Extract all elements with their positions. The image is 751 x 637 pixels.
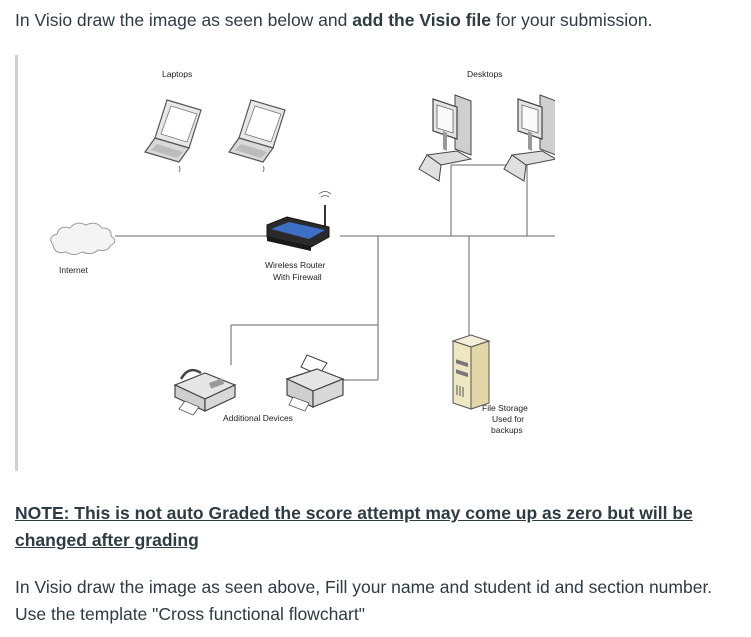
network-diagram-svg: Laptops Desktops Internet Wireless Route… [50,69,558,435]
diagram-left-border [15,55,18,471]
laptop-icon [144,99,202,173]
desktops-label: Desktops [467,69,502,79]
router-label-1: Wireless Router [265,260,326,270]
fax-machine-icon [173,368,237,416]
intro-text: In Visio draw the image as seen below an… [15,8,740,32]
laptop-icon [228,99,286,173]
storage-label-1: File Storage [482,403,528,413]
internet-label: Internet [59,265,88,275]
storage-label-2: Used for [492,414,524,424]
desktop-icon [503,94,558,182]
router-label-2: With Firewall [273,272,322,282]
intro-part2: for your submission. [491,10,653,30]
note-text: NOTE: This is not auto Graded the score … [15,503,693,550]
cloud-icon [50,222,116,255]
network-diagram: Laptops Desktops Internet Wireless Route… [15,55,558,471]
intro-part1: In Visio draw the image as seen below an… [15,10,353,30]
desktop-icon [418,94,473,182]
storage-label-3: backups [491,425,523,435]
intro-bold: add the Visio file [352,10,491,30]
wireless-router-icon [266,191,332,251]
instructions-text: In Visio draw the image as seen above, F… [15,577,713,624]
printer-icon [285,354,345,412]
additional-devices-label: Additional Devices [223,413,293,423]
file-server-icon [451,334,491,410]
laptops-label: Laptops [162,69,192,79]
